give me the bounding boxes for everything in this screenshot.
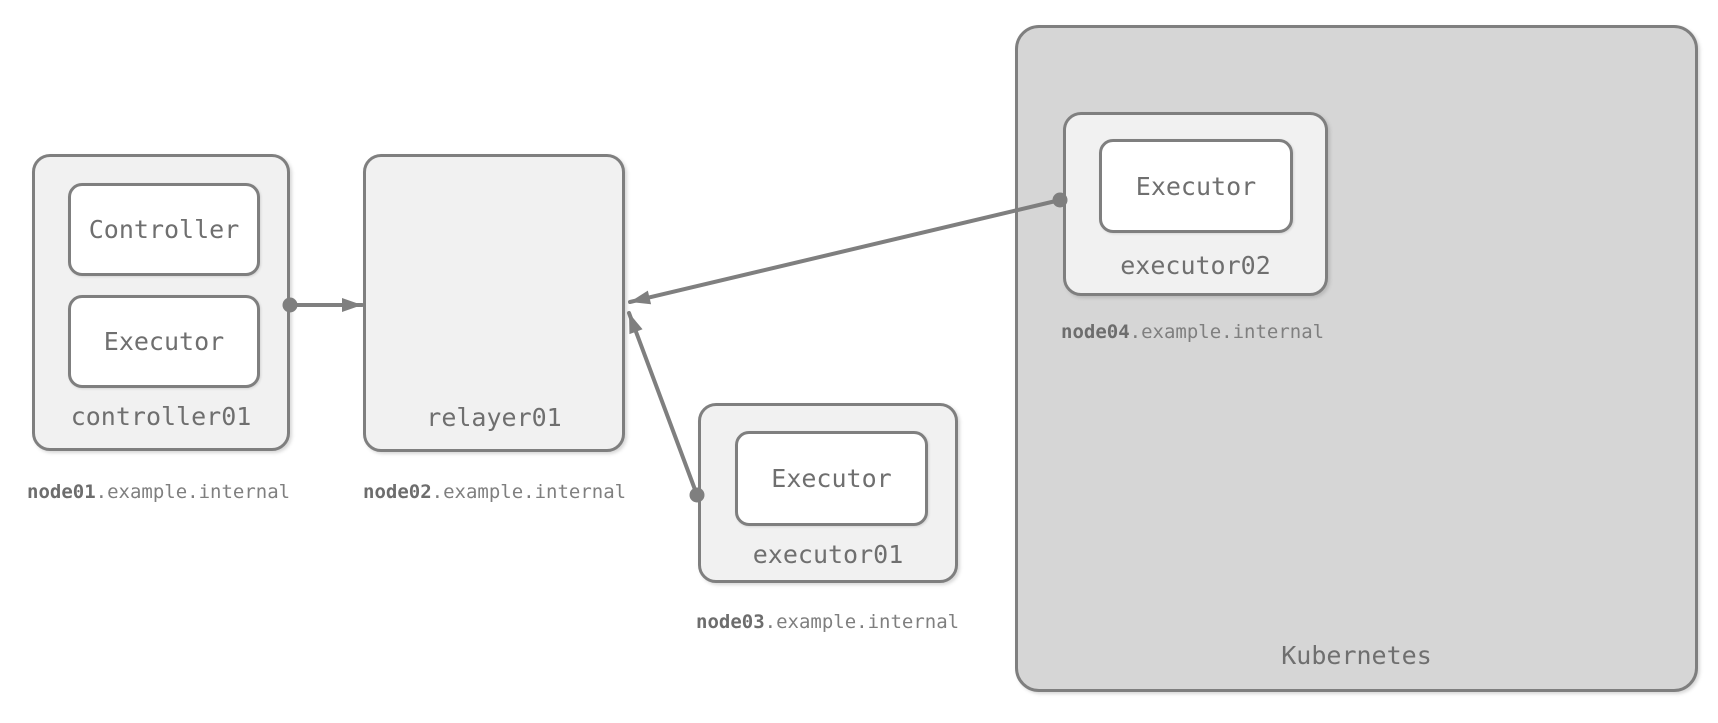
component-executor: Executor [1099,139,1293,233]
hostname-prefix: node02 [363,481,432,503]
hostname-suffix: .example.internal [1129,321,1325,343]
host-label-node03: node03.example.internal [696,611,959,634]
node-executor02-label: executor02 [1120,251,1271,280]
component-executor-label: Executor [1135,171,1257,201]
component-executor: Executor [68,295,260,388]
host-label-node01: node01.example.internal [27,481,290,504]
hostname-prefix: node03 [696,611,765,633]
container-kubernetes: Executor executor02 node04.example.inter… [1015,25,1698,692]
host-label-node02: node02.example.internal [363,481,626,504]
hostname-suffix: .example.internal [764,611,960,633]
container-kubernetes-label: Kubernetes [1281,641,1432,670]
hostname-suffix: .example.internal [95,481,291,503]
hostname-suffix: .example.internal [431,481,627,503]
hostname-prefix: node01 [27,481,96,503]
node-controller01-label: controller01 [70,402,252,431]
host-label-node04: node04.example.internal [1061,321,1324,344]
edge-executor01-relayer01 [627,311,699,497]
node-executor01: Executor executor01 [698,403,958,583]
node-executor02: Executor executor02 [1063,112,1328,296]
node-relayer01-label: relayer01 [426,403,562,432]
component-executor-label: Executor [103,327,225,356]
hostname-prefix: node04 [1061,321,1130,343]
component-executor-label: Executor [771,464,892,493]
node-controller01: Controller Executor controller01 [32,154,290,451]
component-controller: Controller [68,183,260,276]
node-relayer01: relayer01 [363,154,625,452]
node-executor01-label: executor01 [752,540,904,569]
edge-executor02-relayer01 [628,198,1062,305]
component-controller-label: Controller [88,215,240,244]
component-executor: Executor [735,431,928,526]
